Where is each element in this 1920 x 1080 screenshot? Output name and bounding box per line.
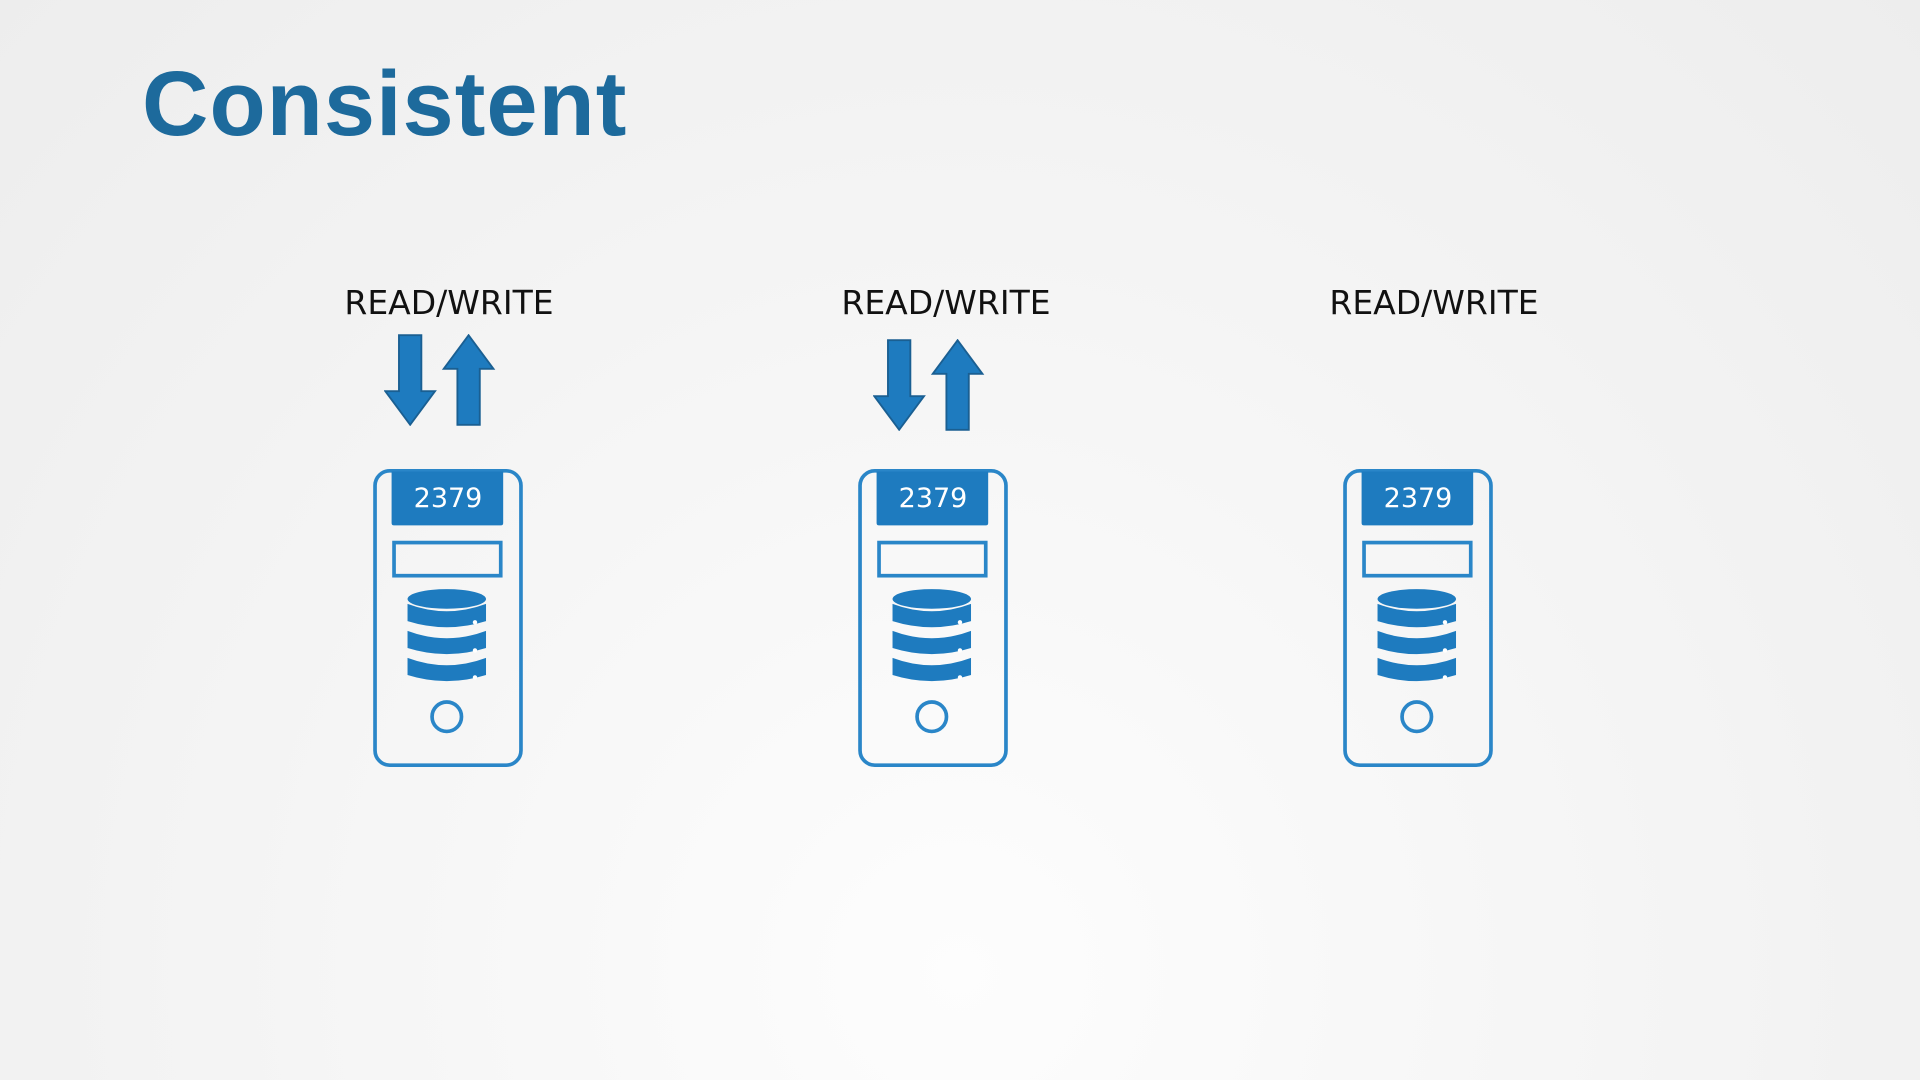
node-1-label: READ/WRITE (344, 283, 554, 322)
node-2-label: READ/WRITE (841, 283, 1051, 322)
read-write-arrows-icon (384, 334, 496, 426)
read-write-arrows-icon (873, 339, 985, 431)
node-1-port: 2379 (413, 483, 483, 514)
node-3-label: READ/WRITE (1329, 283, 1539, 322)
node-3-port: 2379 (1383, 483, 1453, 514)
node-2-port: 2379 (898, 483, 968, 514)
slide-title: Consistent (142, 53, 628, 155)
